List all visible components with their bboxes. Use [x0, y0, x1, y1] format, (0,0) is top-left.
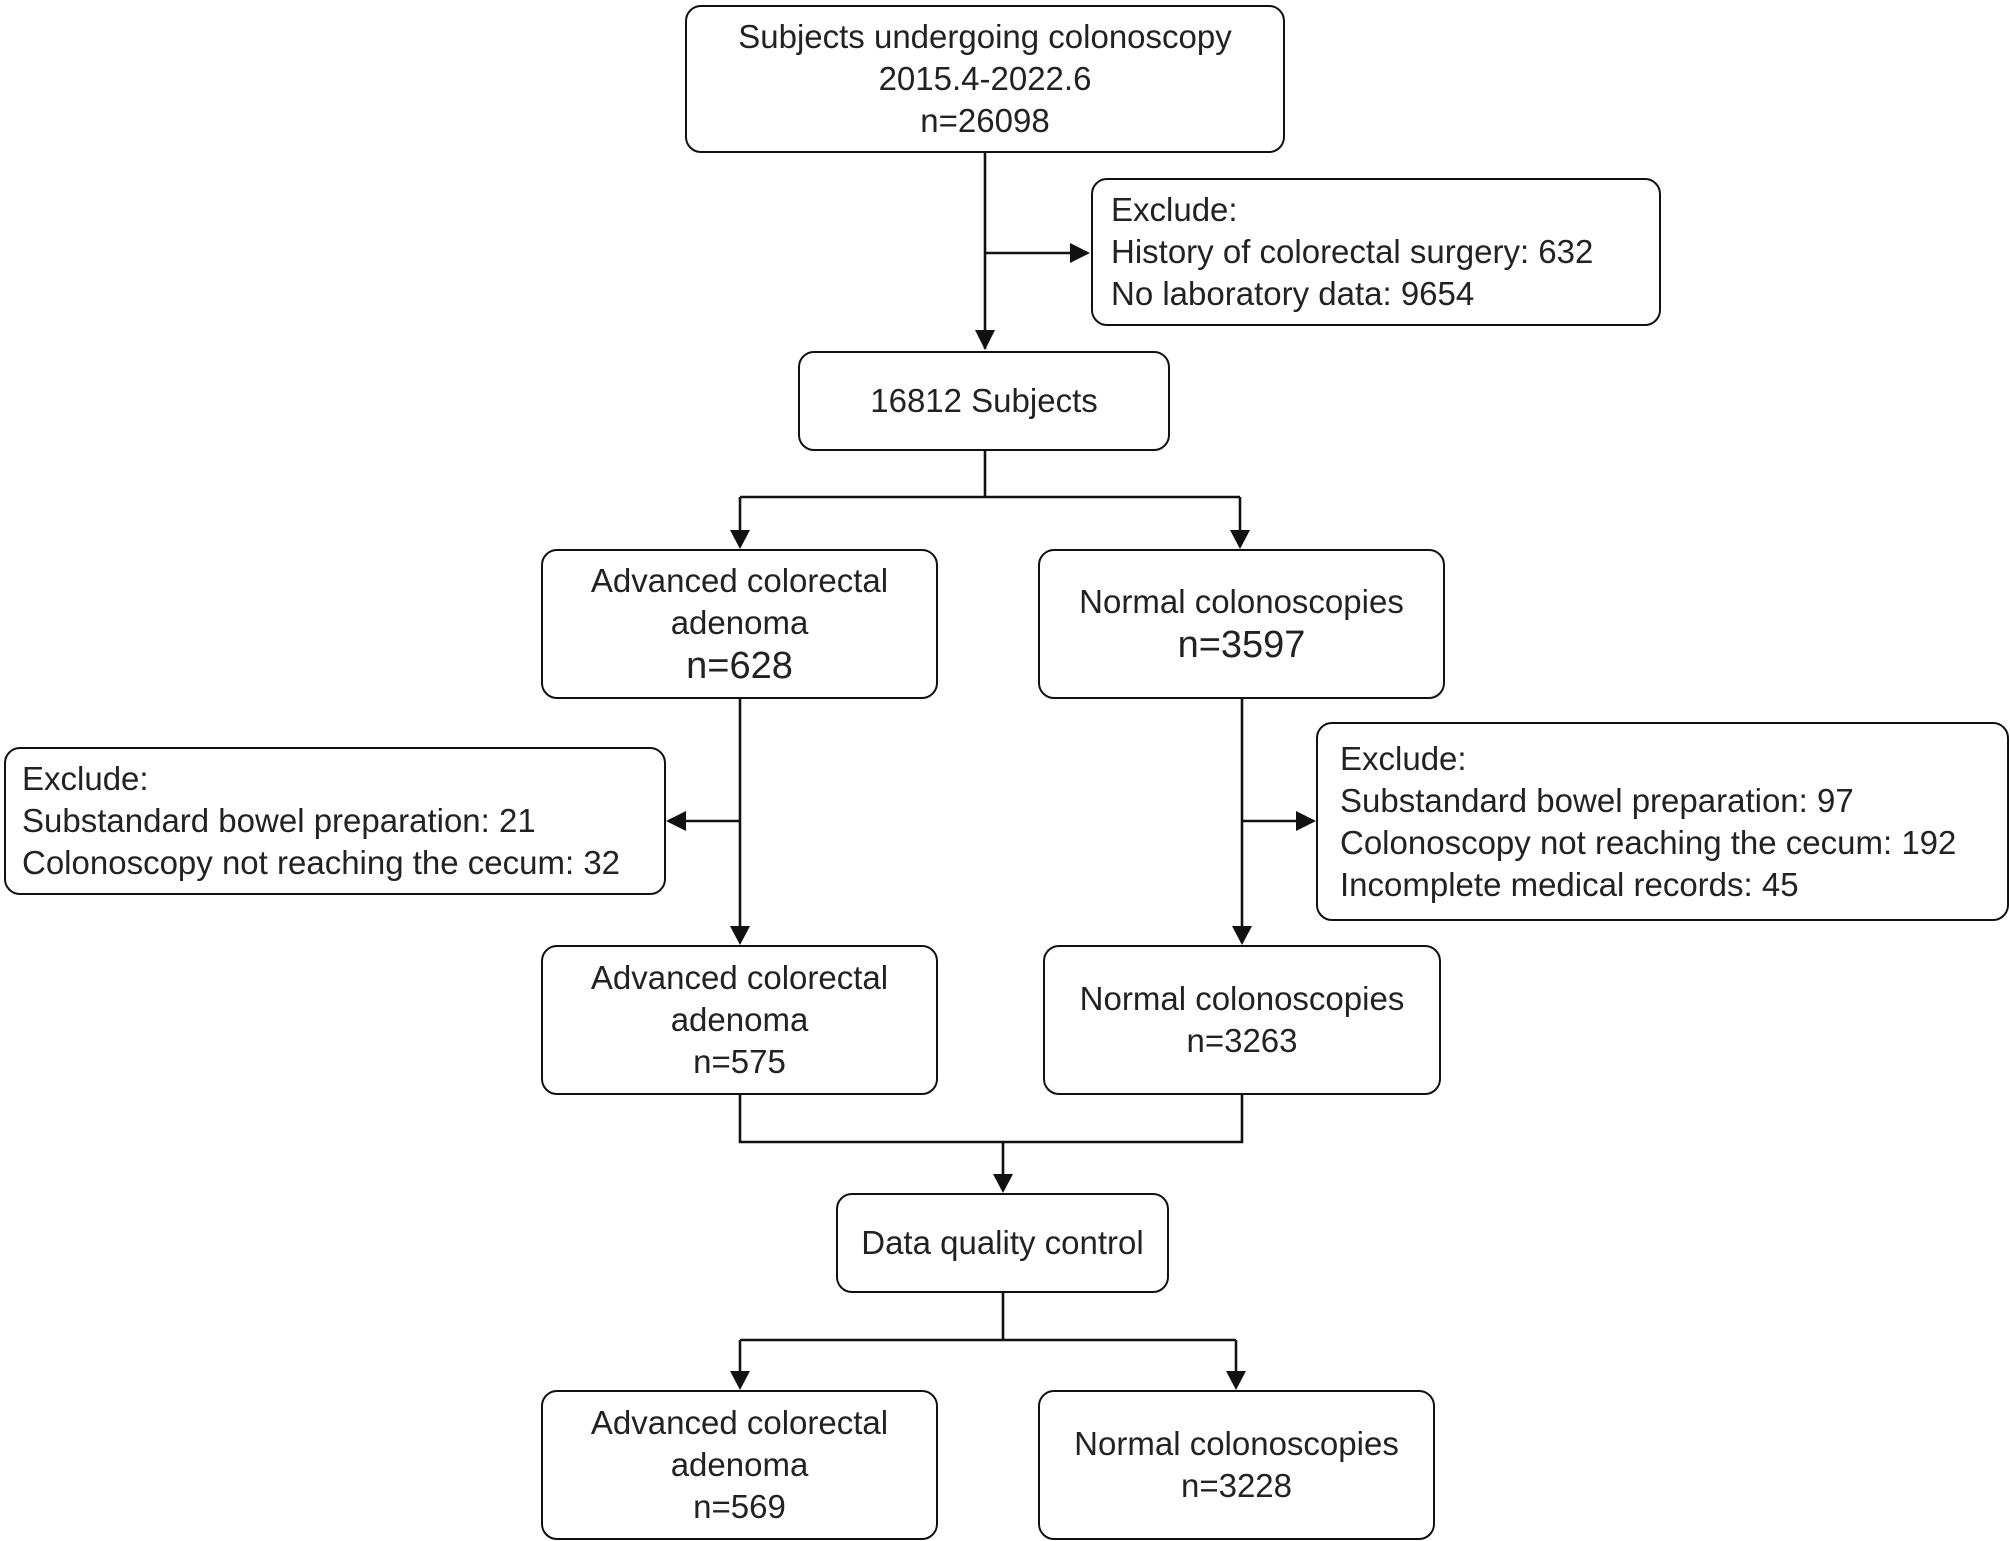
- normal-mid-label: Normal colonoscopies: [1079, 980, 1405, 1017]
- exclude-box-normal: Exclude: Substandard bowel preparation: …: [1316, 722, 2009, 921]
- arrow-to-exclude-normal-head: [1296, 811, 1316, 831]
- normal-final-box: Normal colonoscopies n=3228: [1038, 1390, 1435, 1540]
- aca-mid-label-2: adenoma: [670, 1001, 809, 1038]
- aca-final-count: n=569: [693, 1488, 786, 1525]
- subjects-label: 16812 Subjects: [870, 382, 1098, 419]
- arrow-to-aca-initial-head: [730, 530, 750, 549]
- arrow-to-normal-initial-head: [1230, 530, 1250, 549]
- aca-initial-label-1: Advanced colorectal: [590, 562, 889, 599]
- aca-initial-count: n=628: [686, 645, 793, 687]
- arrow-to-aca-final-head: [730, 1371, 750, 1390]
- arrow-normal-initial-to-mid-head: [1232, 926, 1252, 945]
- exclude-aca-heading: Exclude:: [22, 760, 149, 797]
- start-title: Subjects undergoing colonoscopy: [738, 18, 1232, 55]
- arrow-start-to-subjects-head: [975, 330, 995, 350]
- start-period: 2015.4-2022.6: [878, 60, 1092, 97]
- aca-final-box: Advanced colorectal adenoma n=569: [541, 1390, 938, 1540]
- aca-mid-box: Advanced colorectal adenoma n=575: [541, 945, 938, 1095]
- normal-final-count: n=3228: [1180, 1467, 1293, 1504]
- normal-initial-label: Normal colonoscopies: [1079, 583, 1404, 620]
- exclude-normal-item-bowel-prep: Substandard bowel preparation: 97: [1340, 781, 1854, 819]
- normal-initial-box: Normal colonoscopies n=3597: [1038, 549, 1445, 699]
- start-box: Subjects undergoing colonoscopy 2015.4-2…: [685, 5, 1285, 153]
- exclude-1-heading: Exclude:: [1111, 191, 1238, 228]
- arrow-to-normal-final-head: [1226, 1371, 1246, 1390]
- exclude-normal-item-records: Incomplete medical records: 45: [1340, 865, 1799, 903]
- arrow-to-exclude-aca-head: [666, 811, 686, 831]
- merge-to-quality-control: [738, 1095, 1244, 1174]
- aca-mid-label-1: Advanced colorectal: [590, 959, 889, 996]
- arrow-to-quality-control-head: [993, 1174, 1013, 1193]
- aca-mid-count: n=575: [693, 1043, 786, 1080]
- exclude-normal-item-cecum: Colonoscopy not reaching the cecum: 192: [1340, 823, 1957, 861]
- aca-initial-box: Advanced colorectal adenoma n=628: [541, 549, 938, 699]
- exclude-1-item-surgery: History of colorectal surgery: 632: [1111, 233, 1594, 270]
- start-count: n=26098: [920, 102, 1050, 139]
- aca-final-label-2: adenoma: [670, 1446, 809, 1483]
- exclude-aca-item-bowel-prep: Substandard bowel preparation: 21: [22, 802, 536, 839]
- normal-final-label: Normal colonoscopies: [1074, 1425, 1399, 1462]
- arrow-to-exclude-1-head: [1070, 243, 1090, 263]
- quality-control-box: Data quality control: [836, 1193, 1169, 1293]
- exclude-1-item-lab: No laboratory data: 9654: [1111, 275, 1475, 312]
- split-quality-control: [738, 1293, 1238, 1371]
- normal-mid-box: Normal colonoscopies n=3263: [1043, 945, 1441, 1095]
- subjects-box: 16812 Subjects: [798, 351, 1170, 451]
- aca-initial-label-2: adenoma: [670, 604, 809, 641]
- quality-control-label: Data quality control: [861, 1224, 1144, 1261]
- exclude-normal-heading: Exclude:: [1340, 739, 1467, 777]
- exclude-box-1: Exclude: History of colorectal surgery: …: [1091, 178, 1661, 326]
- aca-final-label-1: Advanced colorectal: [590, 1404, 889, 1441]
- exclude-aca-item-cecum: Colonoscopy not reaching the cecum: 32: [22, 844, 621, 881]
- arrow-aca-initial-to-mid-head: [730, 926, 750, 945]
- exclude-box-aca: Exclude: Substandard bowel preparation: …: [4, 747, 666, 895]
- split-subjects: [738, 451, 1242, 530]
- normal-mid-count: n=3263: [1186, 1022, 1298, 1059]
- normal-initial-count: n=3597: [1177, 624, 1306, 666]
